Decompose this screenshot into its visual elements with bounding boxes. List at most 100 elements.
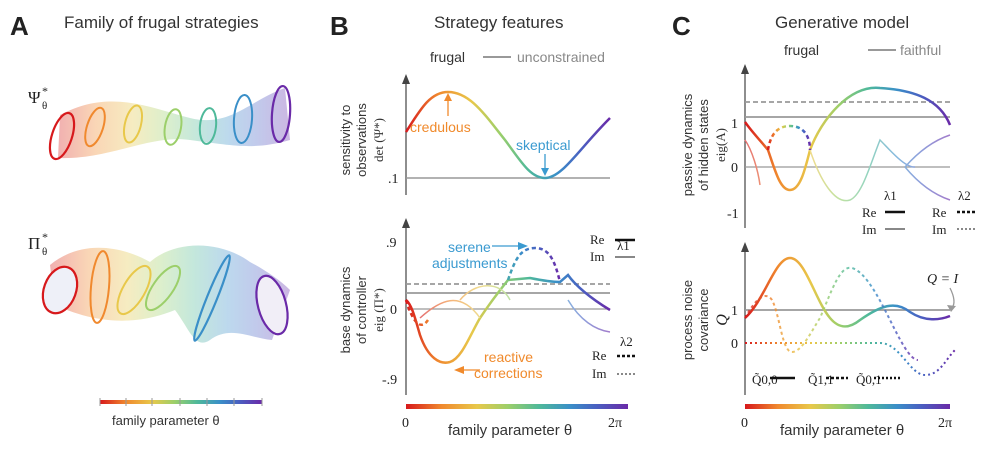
panel-b-title: Strategy features [434, 13, 563, 32]
panel-c-im1-label: Im [862, 222, 876, 237]
legend-frugal-label: frugal [430, 49, 465, 65]
panel-b-xtick-0: 0 [402, 416, 409, 431]
panel-c-top-ylabel-2: of hidden states [696, 99, 711, 191]
pi-label: Π * θ [28, 230, 48, 258]
psi-tube-body [58, 88, 290, 159]
pi-ring-6 [255, 274, 289, 336]
panel-c-bot-ylabel-1: process noise [680, 280, 695, 360]
psi-ring-4 [163, 108, 183, 146]
psi-tube [48, 84, 292, 161]
panel-b-bot-tick-bot: -.9 [382, 373, 397, 388]
skeptical-arrowhead [541, 168, 549, 176]
panel-b-top-ylabel-3: det (Ψ*) [371, 118, 386, 162]
panel-c-bot-ylabel-3: Q [714, 314, 731, 326]
panel-b-top-ylabel-2: observations [354, 103, 369, 177]
pi-ring-1 [41, 265, 79, 315]
panel-c-lambda-legend: λ1 Re Im λ2 Re Im [862, 188, 977, 237]
panel-c-lambda1-label: λ1 [884, 188, 897, 203]
legend-c-frugal-label: frugal [784, 42, 819, 58]
annotation-skeptical: skeptical [516, 137, 570, 153]
psi-symbol: Ψ [28, 88, 41, 107]
panel-b-bottom-plot: .9 0 -.9 base dynamics of controller eig… [338, 218, 637, 395]
panel-c-top-tick-0: 0 [731, 161, 738, 176]
panel-b-top-curve [404, 90, 611, 180]
pi-subscript: θ [42, 246, 47, 258]
psi-ring-5 [198, 107, 218, 145]
panel-b-top-yaxis-arrow [402, 74, 410, 84]
panel-b-im-curves [419, 285, 611, 333]
panel-a-colorbar-label: family parameter θ [112, 413, 220, 428]
annotation-credulous: credulous [410, 119, 471, 135]
pi-superscript: * [42, 230, 48, 244]
panel-c-colorbar [745, 404, 950, 409]
panel-b-bot-tick-top: .9 [386, 236, 397, 251]
panel-c-bot-yaxis-arrow [741, 242, 749, 252]
panel-b-top-tick: .1 [388, 172, 399, 187]
psi-ring-2 [84, 106, 106, 148]
panel-c-label: C [672, 11, 691, 41]
psi-subscript: θ [42, 100, 47, 112]
panel-c-im2-label: Im [932, 222, 946, 237]
legend-unconstrained-label: unconstrained [517, 49, 605, 65]
panel-c-q00-label: Q̃0,0 [752, 372, 778, 387]
panel-c-legend: frugal faithful [752, 42, 941, 58]
panel-c-xtick-2pi: 2π [938, 416, 952, 431]
psi-ring-6 [232, 94, 254, 144]
panel-a-colorbar [100, 400, 262, 404]
panel-c-bot-ylabel-2: covariance [696, 289, 711, 352]
credulous-arrowhead [444, 93, 452, 101]
panel-c-re1-label: Re [862, 205, 877, 220]
panel-c-q01 [745, 342, 956, 377]
panel-b-lambda2-label: λ2 [620, 334, 633, 349]
panel-c-bot-tick-0: 0 [731, 337, 738, 352]
panel-b-xlabel: family parameter θ [448, 422, 572, 439]
panel-c-top-tick-1: 1 [731, 117, 738, 132]
panel-b-re-lambda2 [404, 246, 562, 326]
panel-c-top-tick-m1: -1 [727, 207, 739, 222]
panel-c-lambda2-label: λ2 [958, 188, 971, 203]
panel-b-bot-ylabel-1: base dynamics [338, 266, 353, 353]
panel-b-bot-ylabel-3: eig (Π*) [371, 288, 386, 332]
panel-a-colorbar-ticks [99, 398, 263, 406]
panel-c-q01-label: Q̃0,1 [856, 372, 882, 387]
panel-b-bot-tick-mid: 0 [390, 303, 397, 318]
panel-c-top-ylabel-1: passive dynamics [680, 93, 695, 196]
panel-c-re-lambda1 [743, 86, 952, 192]
panel-c-bot-tick-1: 1 [731, 304, 738, 319]
panel-c-q-identity-arrow [949, 287, 955, 309]
legend-c-faithful-label: faithful [900, 42, 941, 58]
pi-symbol: Π [28, 234, 40, 253]
annotation-serene-2: adjustments [432, 255, 507, 271]
panel-c-q-identity-label: Q = I [927, 272, 960, 287]
panel-c-re-lambda2 [766, 124, 812, 151]
panel-c-q-identity-arrowhead [947, 305, 956, 312]
panel-c-xlabel: family parameter θ [780, 422, 904, 439]
panel-b-im2-label: Im [592, 366, 606, 381]
panel-c-q11 [744, 266, 919, 361]
annotation-reactive-1: reactive [484, 349, 533, 365]
panel-c-top-ylabel-3: eig(A) [713, 128, 728, 162]
psi-ring-1 [48, 111, 76, 161]
panel-b-lambda1-label: λ1 [617, 238, 630, 253]
psi-ring-7 [270, 84, 292, 144]
pi-ring-3 [116, 264, 152, 316]
panel-b-label: B [330, 11, 349, 41]
reactive-arrowhead [454, 366, 464, 374]
panel-b-top-plot: .1 sensitivity to observations det (Ψ*) … [338, 74, 611, 195]
psi-label: Ψ * θ [28, 84, 48, 112]
panel-c-title: Generative model [775, 13, 909, 32]
panel-b-legend: frugal unconstrained [398, 49, 605, 65]
pi-ring-4 [144, 264, 182, 312]
annotation-serene-1: serene [448, 239, 491, 255]
pi-ring-2 [89, 250, 111, 324]
pi-ring-5 [193, 254, 231, 342]
panel-b-re2-label: Re [592, 348, 607, 363]
panel-c-re2-label: Re [932, 205, 947, 220]
panel-b-bot-ylabel-2: of controller [354, 275, 369, 344]
panel-b-top-ylabel-1: sensitivity to [338, 105, 353, 176]
panel-a-title: Family of frugal strategies [64, 13, 259, 32]
annotation-reactive-2: corrections [474, 365, 542, 381]
panel-b-xtick-2pi: 2π [608, 416, 622, 431]
pi-tube [41, 245, 290, 343]
